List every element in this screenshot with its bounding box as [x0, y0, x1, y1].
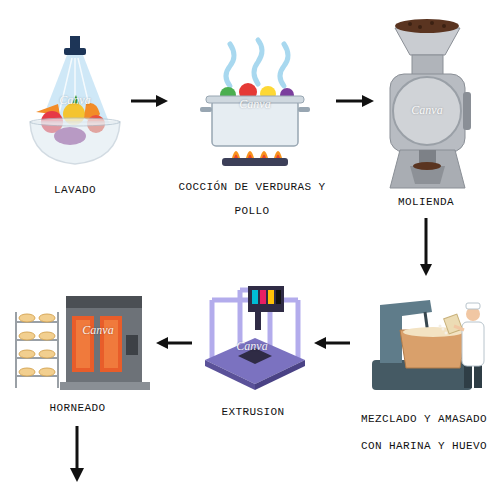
illustration-slot [3, 290, 152, 396]
flow-arrow [324, 342, 350, 345]
process-step: HORNEADO [3, 290, 152, 420]
watermark: Canva [236, 339, 267, 354]
process-step: MEZCLADO Y AMASADO CON HARINA Y HUEVO [354, 280, 494, 460]
flow-arrow [166, 342, 192, 345]
watermark: Canva [239, 97, 270, 112]
watermark: Canva [82, 323, 113, 338]
process-step: LAVADO [23, 32, 127, 202]
mixing-illustration [372, 300, 484, 390]
watermark: Canva [411, 103, 442, 118]
washing-illustration [30, 36, 120, 164]
cooking-illustration [200, 40, 310, 166]
step-label: MOLIENDA [378, 190, 474, 214]
step-label: HORNEADO [3, 396, 152, 420]
step-label: LAVADO [23, 178, 127, 202]
illustration-slot [354, 280, 494, 406]
flow-arrow [336, 100, 364, 103]
illustration-slot [378, 10, 474, 190]
flow-arrow [425, 218, 428, 266]
flow-arrow [131, 100, 158, 103]
oven-illustration [16, 296, 150, 390]
mill-illustration [390, 19, 471, 188]
process-step: EXTRUSION [196, 282, 310, 424]
exit-arrow [70, 426, 84, 482]
process-step: COCCIÓN DE VERDURAS Y POLLO [172, 30, 332, 223]
watermark: Canva [59, 93, 90, 108]
extruder-illustration [205, 286, 305, 390]
step-label: MEZCLADO Y AMASADO CON HARINA Y HUEVO [354, 406, 494, 460]
step-label: COCCIÓN DE VERDURAS Y POLLO [172, 175, 332, 223]
step-label: EXTRUSION [196, 400, 310, 424]
